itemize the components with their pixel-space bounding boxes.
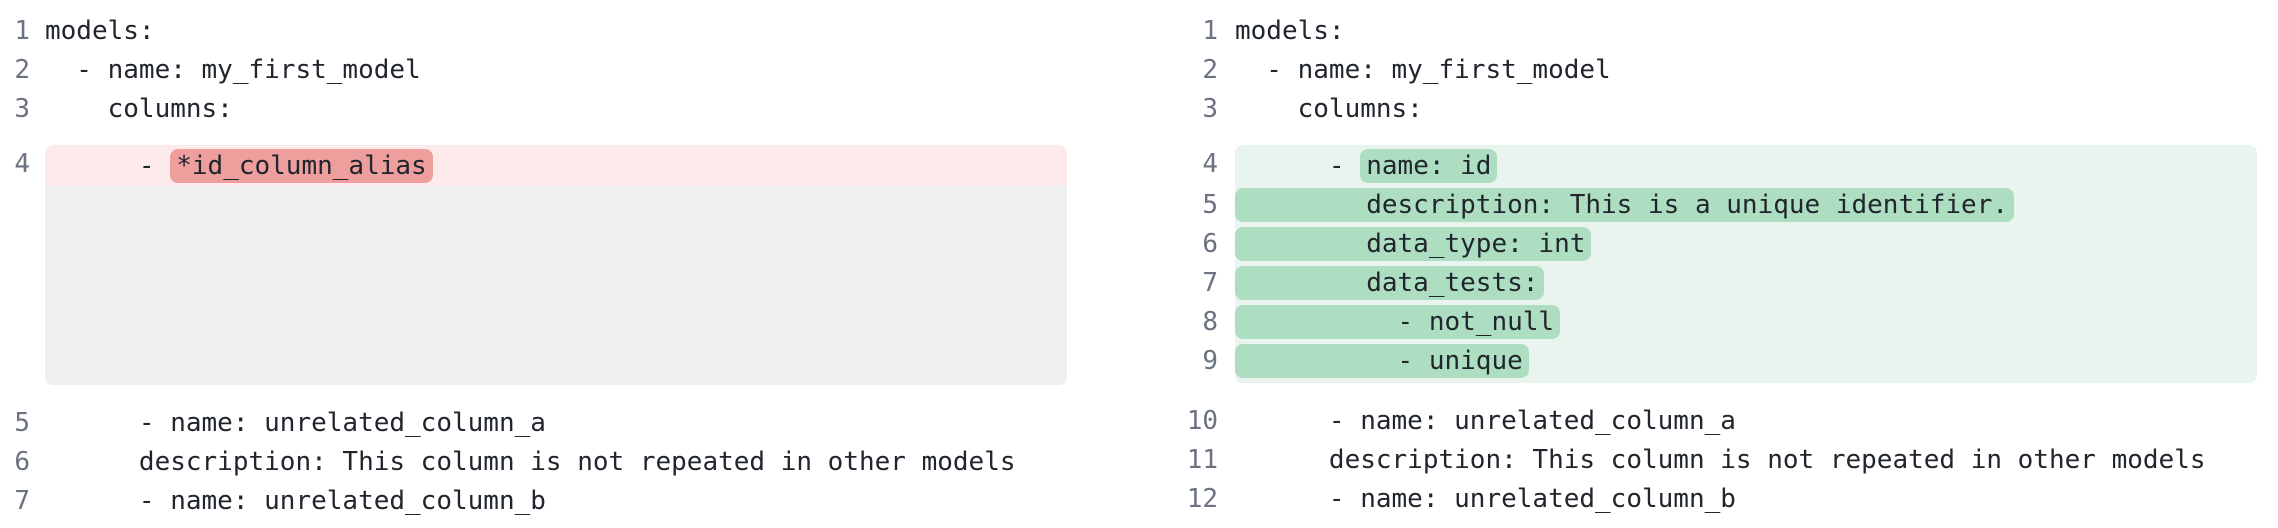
code-text: models: xyxy=(1235,16,1345,46)
diff-token-added: data_tests: xyxy=(1235,266,1545,300)
line-number: 11 xyxy=(1186,445,1218,475)
code-text: - name: unrelated_column_b xyxy=(1235,484,1736,514)
diff-token-removed: *id_column_alias xyxy=(170,149,433,183)
line-number: 7 xyxy=(1202,268,1218,298)
diff-token-added: name: id xyxy=(1360,149,1498,183)
code-line: 12 - name: unrelated_column_b xyxy=(1155,480,2257,519)
code-line: 5 description: This is a unique identifi… xyxy=(1155,186,2257,225)
line-number: 2 xyxy=(14,55,30,85)
collapsed-lines-spacer xyxy=(0,186,1067,385)
code-text: data_tests: xyxy=(1235,264,2257,303)
code-text: data_type: int xyxy=(1235,225,2257,264)
line-number: 10 xyxy=(1186,406,1218,436)
code-text: description: This column is not repeated… xyxy=(45,447,1016,477)
code-text: - name: unrelated_column_a xyxy=(45,408,546,438)
code-text: description: This is a unique identifier… xyxy=(1235,186,2257,225)
code-text: - not_null xyxy=(1235,303,2257,342)
code-line: 9 - unique xyxy=(1155,342,2257,383)
line-number: 4 xyxy=(14,149,30,179)
line-number: 2 xyxy=(1202,55,1218,85)
line-number: 7 xyxy=(14,486,30,516)
line-number: 9 xyxy=(1202,346,1218,376)
code-text: columns: xyxy=(45,94,233,124)
code-line: 7 - name: unrelated_column_b xyxy=(0,482,1067,521)
line-number: 6 xyxy=(1202,229,1218,259)
line-number: 8 xyxy=(1202,307,1218,337)
code-line: 6 data_type: int xyxy=(1155,225,2257,264)
line-number: 3 xyxy=(14,94,30,124)
code-line: 10 - name: unrelated_column_a xyxy=(1155,402,2257,441)
code-line: 6 description: This column is not repeat… xyxy=(0,443,1067,482)
line-number: 5 xyxy=(1202,190,1218,220)
code-text: - unique xyxy=(1235,342,2257,383)
code-line: 2 - name: my_first_model xyxy=(0,51,1067,90)
diff-token-added: - not_null xyxy=(1235,305,1561,339)
code-line: 3 columns: xyxy=(0,90,1067,129)
line-number: 4 xyxy=(1202,149,1218,179)
code-line: 8 - not_null xyxy=(1155,303,2257,342)
code-text: models: xyxy=(45,16,155,46)
diff-token-added: - unique xyxy=(1235,344,1529,378)
code-line: 1 models: xyxy=(0,12,1067,51)
code-text: - name: my_first_model xyxy=(45,55,421,85)
line-number: 12 xyxy=(1186,484,1218,514)
code-text: - name: my_first_model xyxy=(1235,55,1611,85)
line-number: 6 xyxy=(14,447,30,477)
line-number: 5 xyxy=(14,408,30,438)
code-text: description: This column is not repeated… xyxy=(1235,445,2206,475)
code-text: columns: xyxy=(1235,94,1423,124)
diff-token-added: description: This is a unique identifier… xyxy=(1235,188,2015,222)
line-number: 1 xyxy=(14,16,30,46)
code-line: 7 data_tests: xyxy=(1155,264,2257,303)
code-text: - name: unrelated_column_a xyxy=(1235,406,1736,436)
line-number xyxy=(0,186,30,385)
line-number: 1 xyxy=(1202,16,1218,46)
code-text xyxy=(45,186,1067,385)
code-line: 3 columns: xyxy=(1155,90,2257,129)
code-line: 11 description: This column is not repea… xyxy=(1155,441,2257,480)
line-number: 3 xyxy=(1202,94,1218,124)
code-line: 1 models: xyxy=(1155,12,2257,51)
code-line: 4 - name: id xyxy=(1155,145,2257,186)
code-line: 2 - name: my_first_model xyxy=(1155,51,2257,90)
diff-token-added: data_type: int xyxy=(1235,227,1592,261)
code-text: - name: unrelated_column_b xyxy=(45,486,546,516)
code-line: 5 - name: unrelated_column_a xyxy=(0,404,1067,443)
code-line: 4 - *id_column_alias xyxy=(0,145,1067,186)
code-text: - *id_column_alias xyxy=(45,145,1067,186)
code-text: - name: id xyxy=(1235,145,2257,186)
